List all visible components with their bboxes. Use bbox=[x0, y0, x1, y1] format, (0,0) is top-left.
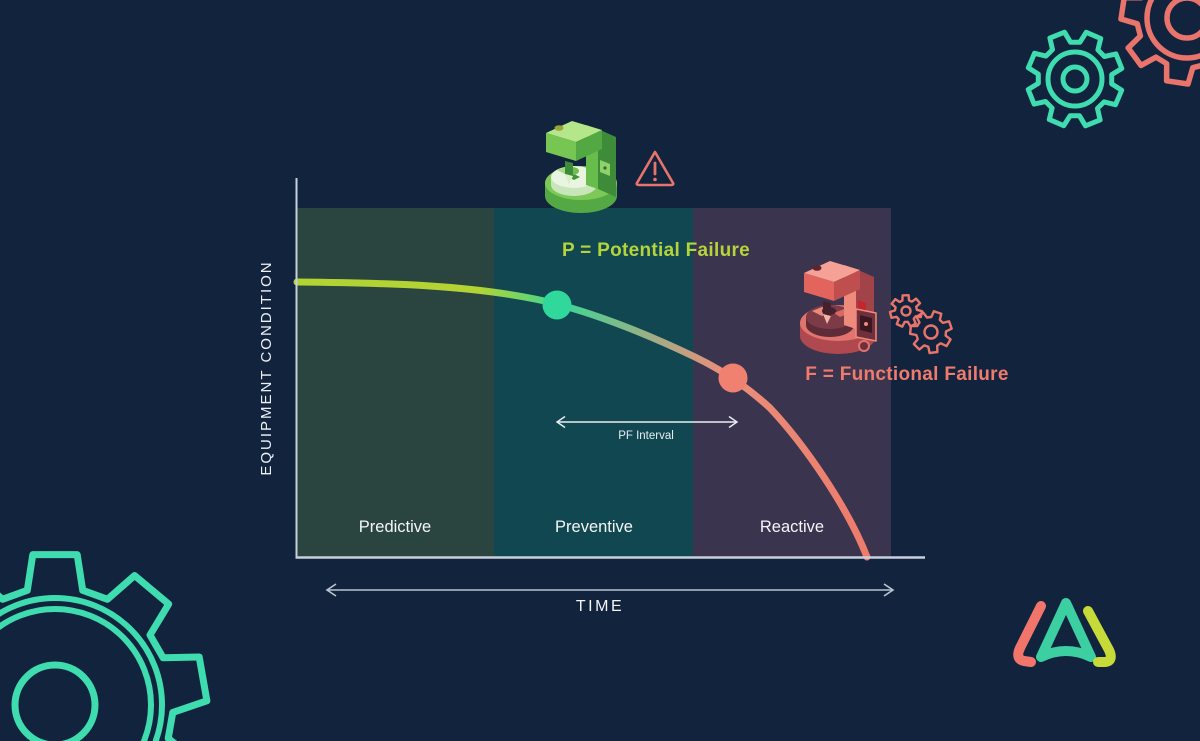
zone-label-predictive: Predictive bbox=[358, 518, 432, 536]
arrow-left-head bbox=[555, 415, 566, 429]
point-f-marker bbox=[718, 363, 748, 393]
chart-axes bbox=[295, 178, 925, 559]
zone-preventive bbox=[494, 208, 693, 557]
logo-right-stroke bbox=[1083, 606, 1116, 667]
gear-icon-top-right bbox=[1025, 29, 1125, 129]
logo-middle-triangle bbox=[1036, 598, 1096, 662]
zone-label-preventive: Preventive bbox=[555, 518, 633, 536]
zone-predictive bbox=[296, 208, 494, 557]
gear-icon-top-corner bbox=[1118, 0, 1200, 87]
y-axis-label: EQUIPMENT CONDITION bbox=[258, 260, 275, 476]
pf-curve bbox=[293, 278, 871, 561]
warning-triangle-icon bbox=[635, 150, 675, 187]
chart-zones bbox=[296, 208, 891, 557]
point-p-marker bbox=[542, 290, 572, 320]
broken-gears-icon bbox=[888, 294, 953, 355]
logo-mark bbox=[1013, 598, 1116, 667]
functional-failure-label: F = Functional Failure bbox=[805, 364, 1009, 385]
time-arrow bbox=[325, 583, 895, 597]
potential-failure-label: P = Potential Failure bbox=[561, 240, 751, 261]
pf-interval-arrow bbox=[555, 415, 739, 429]
machine-failed-icon bbox=[800, 261, 877, 354]
logo-left-stroke bbox=[1013, 601, 1046, 667]
pf-interval-label: PF Interval bbox=[618, 430, 674, 442]
zone-label-reactive: Reactive bbox=[759, 518, 825, 536]
x-axis-label: TIME bbox=[575, 598, 625, 615]
arrow-right-head bbox=[883, 583, 895, 597]
gear-icon-bottom-left bbox=[0, 551, 211, 741]
machine-healthy-icon bbox=[545, 121, 617, 213]
arrow-left-head bbox=[325, 583, 337, 597]
arrow-right-head bbox=[728, 415, 739, 429]
